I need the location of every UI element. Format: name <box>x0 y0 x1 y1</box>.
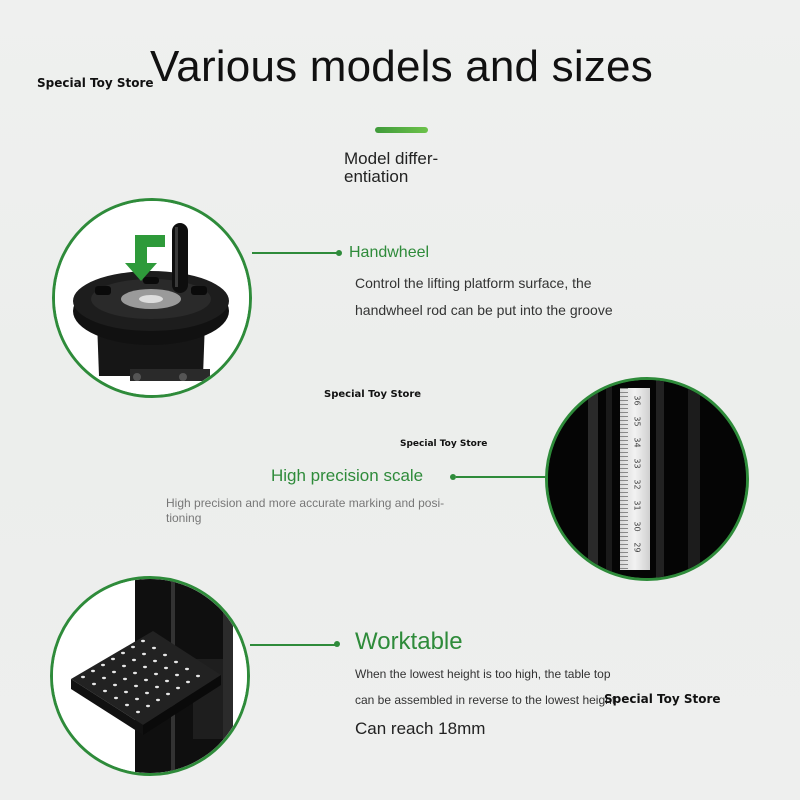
handwheel-connector-dot <box>336 250 342 256</box>
worktable-heading: Worktable <box>355 628 463 655</box>
handwheel-illustration <box>55 201 249 395</box>
watermark-middle: Special Toy Store <box>324 389 422 400</box>
worktable-hole <box>141 639 145 643</box>
worktable-hole <box>91 669 95 673</box>
handwheel-connector-line <box>252 252 338 254</box>
watermark-top-left: Special Toy Store <box>37 76 154 90</box>
handwheel-heading: Handwheel <box>349 244 430 261</box>
page-title: Various models and sizes <box>150 42 653 91</box>
worktable-hole <box>135 697 139 701</box>
worktable-hole <box>176 686 180 690</box>
worktable-hole <box>154 672 158 676</box>
worktable-hole <box>175 673 179 677</box>
worktable-hole <box>111 657 115 661</box>
worktable-connector-dot <box>334 641 340 647</box>
ruler-mark-label: 36 <box>632 395 642 406</box>
handwheel-desc-line-1: Control the lifting platform surface, th… <box>355 275 592 291</box>
worktable-hole <box>145 691 149 695</box>
worktable-hole <box>165 679 169 683</box>
ruler-labels: 36 35 34 33 32 31 30 29 <box>632 395 648 566</box>
worktable-hole <box>133 671 137 675</box>
worktable-hole <box>121 651 125 655</box>
worktable-hole <box>131 645 135 649</box>
worktable-hole <box>186 680 190 684</box>
ruler-mark-label: 33 <box>632 458 642 469</box>
subtitle-line-2: entiation <box>344 167 409 186</box>
worktable-hole <box>81 675 85 679</box>
worktable-hole <box>114 696 118 700</box>
ruler-mark-label: 32 <box>632 479 642 490</box>
worktable-hole <box>113 683 117 687</box>
subtitle-line-1: Model differ- <box>344 149 439 168</box>
watermark-bottom-right: Special Toy Store <box>604 692 721 706</box>
ruler-mark-label: 35 <box>632 416 642 427</box>
worktable-hole <box>123 677 127 681</box>
worktable-hole <box>144 678 148 682</box>
worktable-hole <box>185 667 189 671</box>
worktable-hole <box>143 665 147 669</box>
worktable-hole <box>153 659 157 663</box>
worktable-hole <box>102 676 106 680</box>
title-accent-bar <box>375 127 428 133</box>
worktable-hole <box>122 664 126 668</box>
worktable-desc-line-1: When the lowest height is too high, the … <box>355 667 611 681</box>
worktable-hole <box>132 658 136 662</box>
worktable-photo <box>50 576 250 776</box>
worktable-hole <box>124 690 128 694</box>
worktable-hole <box>92 682 96 686</box>
handwheel-photo <box>52 198 252 398</box>
worktable-hole <box>112 670 116 674</box>
ruler-scale: 36 35 34 33 32 31 30 29 <box>620 388 650 570</box>
worktable-hole <box>163 653 167 657</box>
scale-heading: High precision scale <box>271 466 424 485</box>
handwheel-desc-line-2: handwheel rod can be put into the groove <box>355 302 613 318</box>
ruler-mark-label: 29 <box>632 542 642 553</box>
worktable-hole <box>155 685 159 689</box>
ruler-mark-label: 30 <box>632 521 642 532</box>
worktable-connector-line <box>250 644 336 646</box>
worktable-hole <box>134 684 138 688</box>
worktable-hole <box>103 689 107 693</box>
subtitle: Model differ- entiation <box>344 150 438 186</box>
worktable-desc-line-2: can be assembled in reverse to the lowes… <box>355 693 616 707</box>
scale-photo: 36 35 34 33 32 31 30 29 <box>545 377 749 581</box>
worktable-illustration <box>53 579 247 773</box>
worktable-note: Can reach 18mm <box>355 719 486 738</box>
worktable-hole <box>174 660 178 664</box>
watermark-middle-small: Special Toy Store <box>400 439 488 449</box>
ruler-mark-label: 34 <box>632 437 642 448</box>
worktable-hole <box>146 704 150 708</box>
worktable-hole <box>152 646 156 650</box>
worktable-hole <box>196 674 200 678</box>
worktable-hole <box>142 652 146 656</box>
worktable-hole <box>136 710 140 714</box>
ruler-mark-label: 31 <box>632 500 642 511</box>
worktable-hole <box>156 698 160 702</box>
worktable-hole <box>166 692 170 696</box>
scale-desc-line-2: tioning <box>166 511 202 525</box>
scale-desc-line-1: High precision and more accurate marking… <box>166 496 445 510</box>
scale-connector-line <box>456 476 546 478</box>
worktable-hole <box>125 703 129 707</box>
scale-connector-dot <box>450 474 456 480</box>
worktable-hole <box>101 663 105 667</box>
worktable-hole <box>164 666 168 670</box>
